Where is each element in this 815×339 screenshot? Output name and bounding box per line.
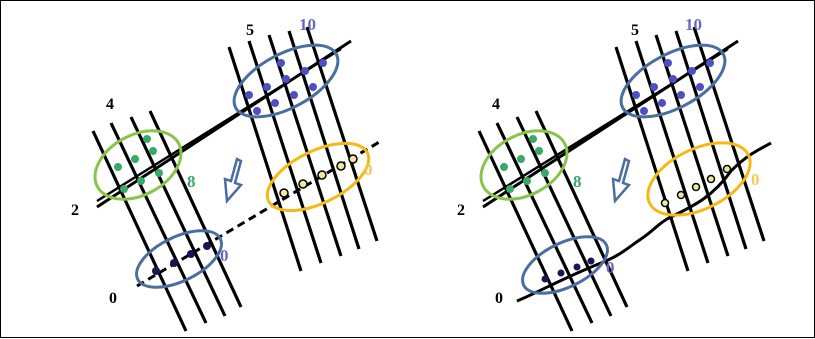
- left-top-count: 10: [299, 15, 316, 34]
- left-panel: [91, 26, 382, 332]
- left-top-label: 5: [246, 22, 254, 39]
- left-blue-top-cluster: [232, 43, 340, 119]
- right-down-arrow: [611, 157, 632, 205]
- right-blue-bottom-cluster: [521, 235, 609, 295]
- left-side-label: 2: [71, 202, 79, 219]
- left-mid-count: 8: [187, 172, 196, 191]
- right-green-cluster: [479, 129, 569, 201]
- right-top-count: 10: [685, 15, 702, 34]
- right-panel: [477, 26, 772, 332]
- right-top-label: 5: [631, 22, 639, 39]
- right-mid-label: 4: [492, 96, 500, 113]
- left-bottom-label: 0: [109, 290, 117, 307]
- right-blue-top-cluster: [619, 43, 727, 119]
- right-bottom-label: 0: [495, 290, 503, 307]
- left-bond-line-2b: [96, 47, 342, 203]
- left-gold-count: 0: [364, 160, 373, 179]
- left-gold-cluster: [265, 141, 371, 213]
- right-mid-count: 8: [573, 172, 582, 191]
- right-bond-line-2b: [482, 47, 729, 203]
- right-wavy-line: [516, 141, 772, 303]
- left-bottom-count: 0: [220, 246, 229, 265]
- right-gold-count: 0: [751, 170, 760, 189]
- left-lower-line-bundle: [91, 110, 243, 332]
- left-blue-bottom-cluster: [135, 229, 223, 289]
- left-green-cluster: [93, 129, 183, 201]
- right-gold-cluster: [646, 141, 752, 217]
- right-bottom-count: 0: [606, 258, 615, 277]
- left-mid-label: 4: [106, 96, 114, 113]
- left-upper-line-bundle: [227, 26, 379, 272]
- right-lower-line-bundle: [477, 110, 629, 332]
- right-side-label: 2: [457, 202, 465, 219]
- left-down-arrow: [223, 157, 244, 205]
